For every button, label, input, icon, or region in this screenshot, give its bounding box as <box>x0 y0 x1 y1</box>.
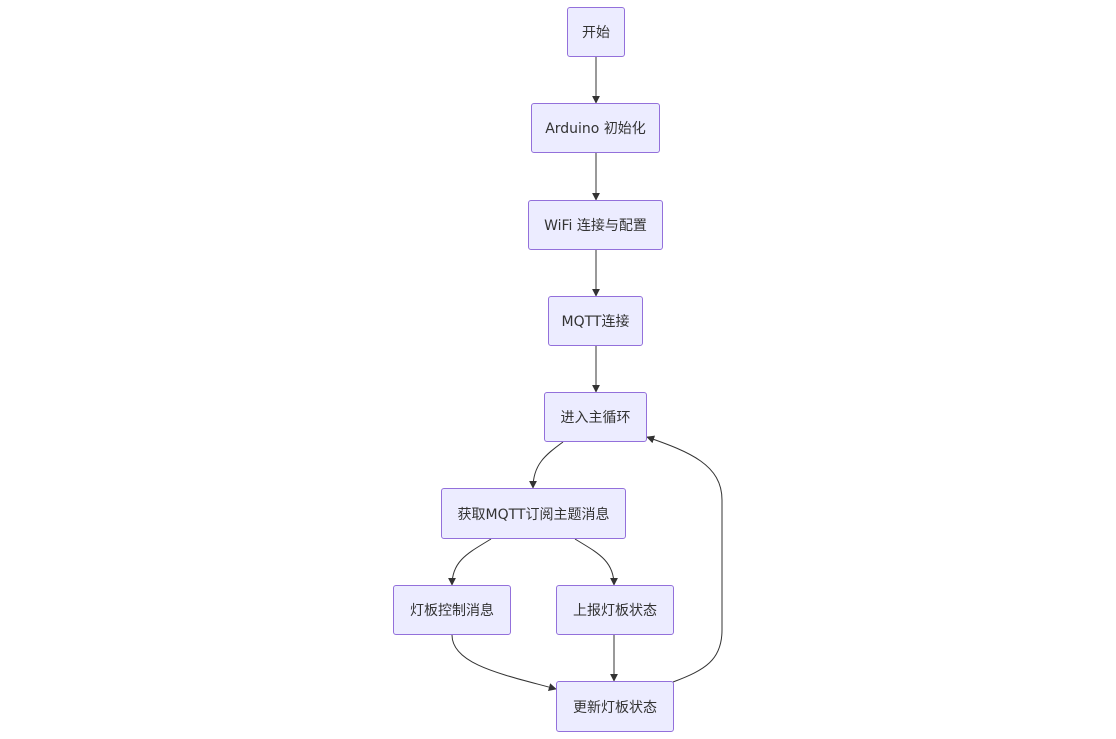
edge-get-msg-to-light-ctrl <box>448 538 492 586</box>
edge-light-ctrl-to-update <box>451 634 557 691</box>
edge-update-to-main-loop <box>646 435 723 683</box>
node-main-loop: 进入主循环 <box>544 392 647 442</box>
edge-main-loop-to-get-msg <box>529 441 564 489</box>
node-wifi-config: WiFi 连接与配置 <box>528 200 663 250</box>
node-start: 开始 <box>567 7 625 57</box>
node-mqtt-connect: MQTT连接 <box>548 296 643 346</box>
edge-get-msg-to-report <box>574 538 618 586</box>
node-get-mqtt-message: 获取MQTT订阅主题消息 <box>441 488 626 539</box>
node-report-light-status: 上报灯板状态 <box>556 585 674 635</box>
node-update-light-status: 更新灯板状态 <box>556 681 674 732</box>
node-light-control-message: 灯板控制消息 <box>393 585 511 635</box>
node-arduino-init: Arduino 初始化 <box>531 103 660 153</box>
